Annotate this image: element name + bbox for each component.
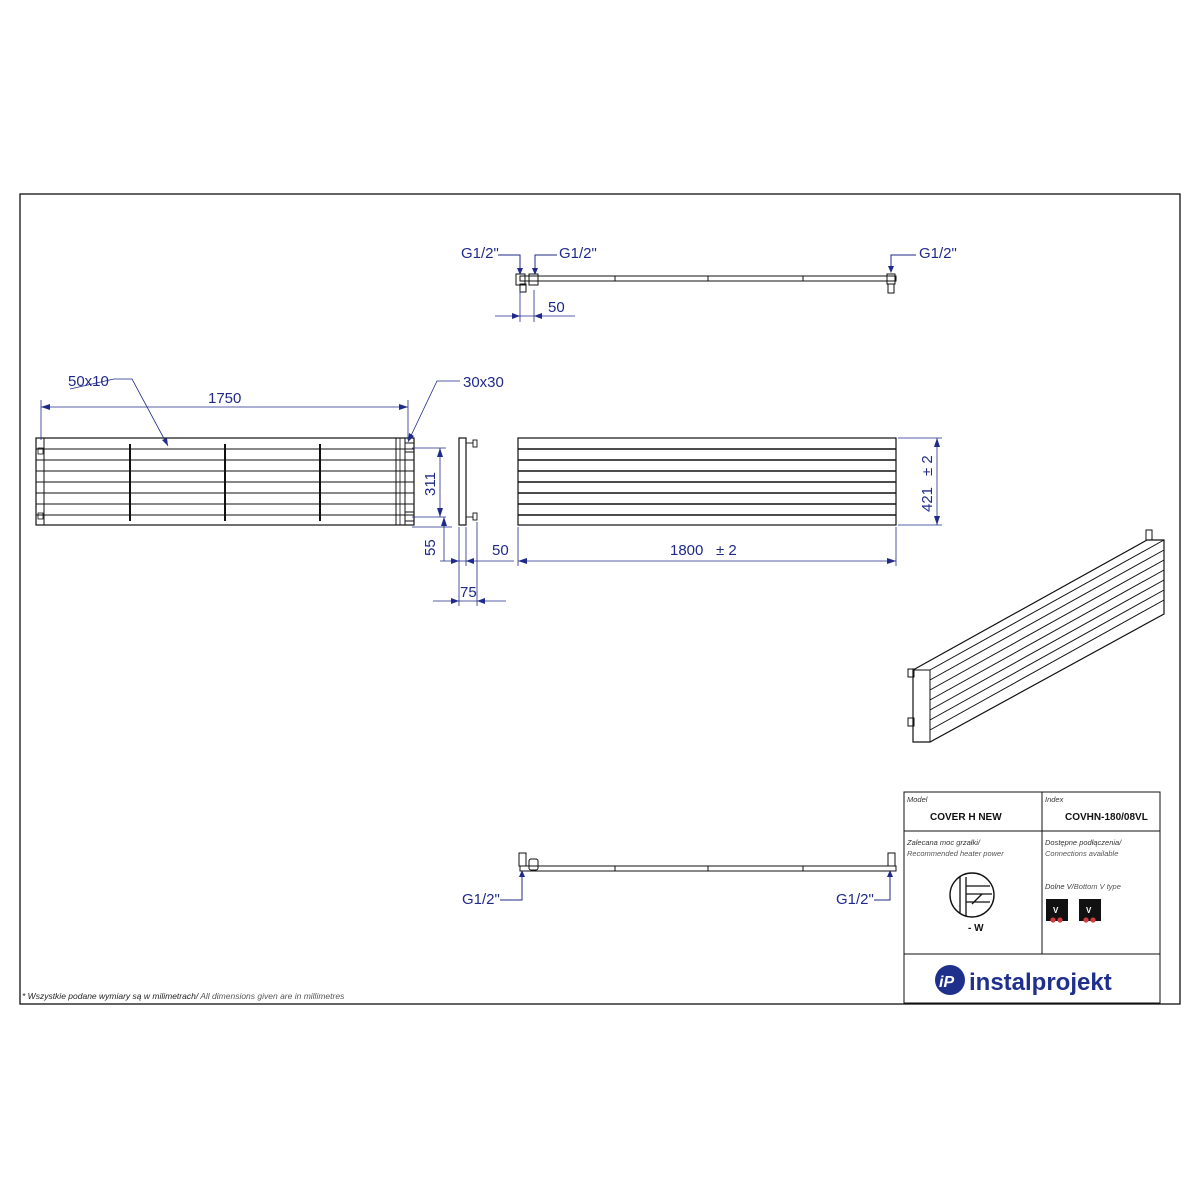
power-value: - W <box>968 923 984 934</box>
index-label: Index <box>1045 795 1064 804</box>
connection-icon-2: V <box>1079 899 1101 923</box>
width-total-label: 1800 <box>670 542 703 559</box>
top-view <box>515 273 897 294</box>
pipe-offset-label: 50 <box>548 299 565 316</box>
connection-icon-1: V <box>1046 899 1068 923</box>
connections-label-en: Connections available <box>1045 849 1119 858</box>
top-view-dimensions <box>495 254 916 322</box>
flat-bar-label: 50x10 <box>68 373 109 390</box>
heater-icon <box>949 872 995 918</box>
title-block: Model COVER H NEW Index COVHN-180/08VL Z… <box>904 792 1160 1003</box>
top-g12-right-label: G1/2" <box>919 245 957 262</box>
bottom-g12-right-label: G1/2" <box>836 891 874 908</box>
svg-text:V: V <box>1053 906 1059 915</box>
brand-name: instalprojekt <box>969 969 1112 996</box>
bottom-view-dimensions <box>500 870 893 901</box>
connection-type: Dolne V/Bottom V type <box>1045 882 1121 891</box>
header-profile-label: 30x30 <box>463 374 504 391</box>
front-view-dimensions <box>517 437 942 566</box>
wall-55-label: 55 <box>422 539 439 556</box>
top-g12-mid-label: G1/2" <box>559 245 597 262</box>
model-value: COVER H NEW <box>930 812 1002 823</box>
power-label-pl: Zalecana moc grzałki/ <box>907 838 980 847</box>
rear-view-dimensions <box>40 378 460 561</box>
width-tolerance-label: ± 2 <box>716 542 737 559</box>
depth-75-label: 75 <box>460 584 477 601</box>
model-label: Model <box>907 795 928 804</box>
side-50-label: 50 <box>492 542 509 559</box>
drawing-frame <box>19 193 1181 1005</box>
front-view <box>517 437 897 526</box>
svg-text:V: V <box>1086 906 1092 915</box>
side-view-dimensions <box>433 522 514 606</box>
svg-text:iP: iP <box>939 974 954 991</box>
rear-view <box>35 437 415 526</box>
top-g12-left-label: G1/2" <box>461 245 499 262</box>
mount-span-label: 1750 <box>208 390 241 407</box>
connections-label-pl: Dostępne podłączenia/ <box>1045 838 1122 847</box>
height-total-label: 421 <box>919 487 936 512</box>
bottom-g12-left-label: G1/2" <box>462 891 500 908</box>
units-footnote: * Wszystkie podane wymiary są w milimetr… <box>22 991 345 1001</box>
instalprojekt-logo: iP instalprojekt <box>935 965 1112 996</box>
power-label-en: Recommended heater power <box>907 849 1004 858</box>
title-block-frame <box>903 791 1161 1004</box>
bottom-view <box>518 852 897 872</box>
index-value: COVHN-180/08VL <box>1065 812 1148 823</box>
height-tolerance-label: ± 2 <box>919 455 936 476</box>
side-view <box>458 437 478 526</box>
bracket-height-label: 311 <box>422 472 439 496</box>
isometric-view <box>907 529 1165 743</box>
